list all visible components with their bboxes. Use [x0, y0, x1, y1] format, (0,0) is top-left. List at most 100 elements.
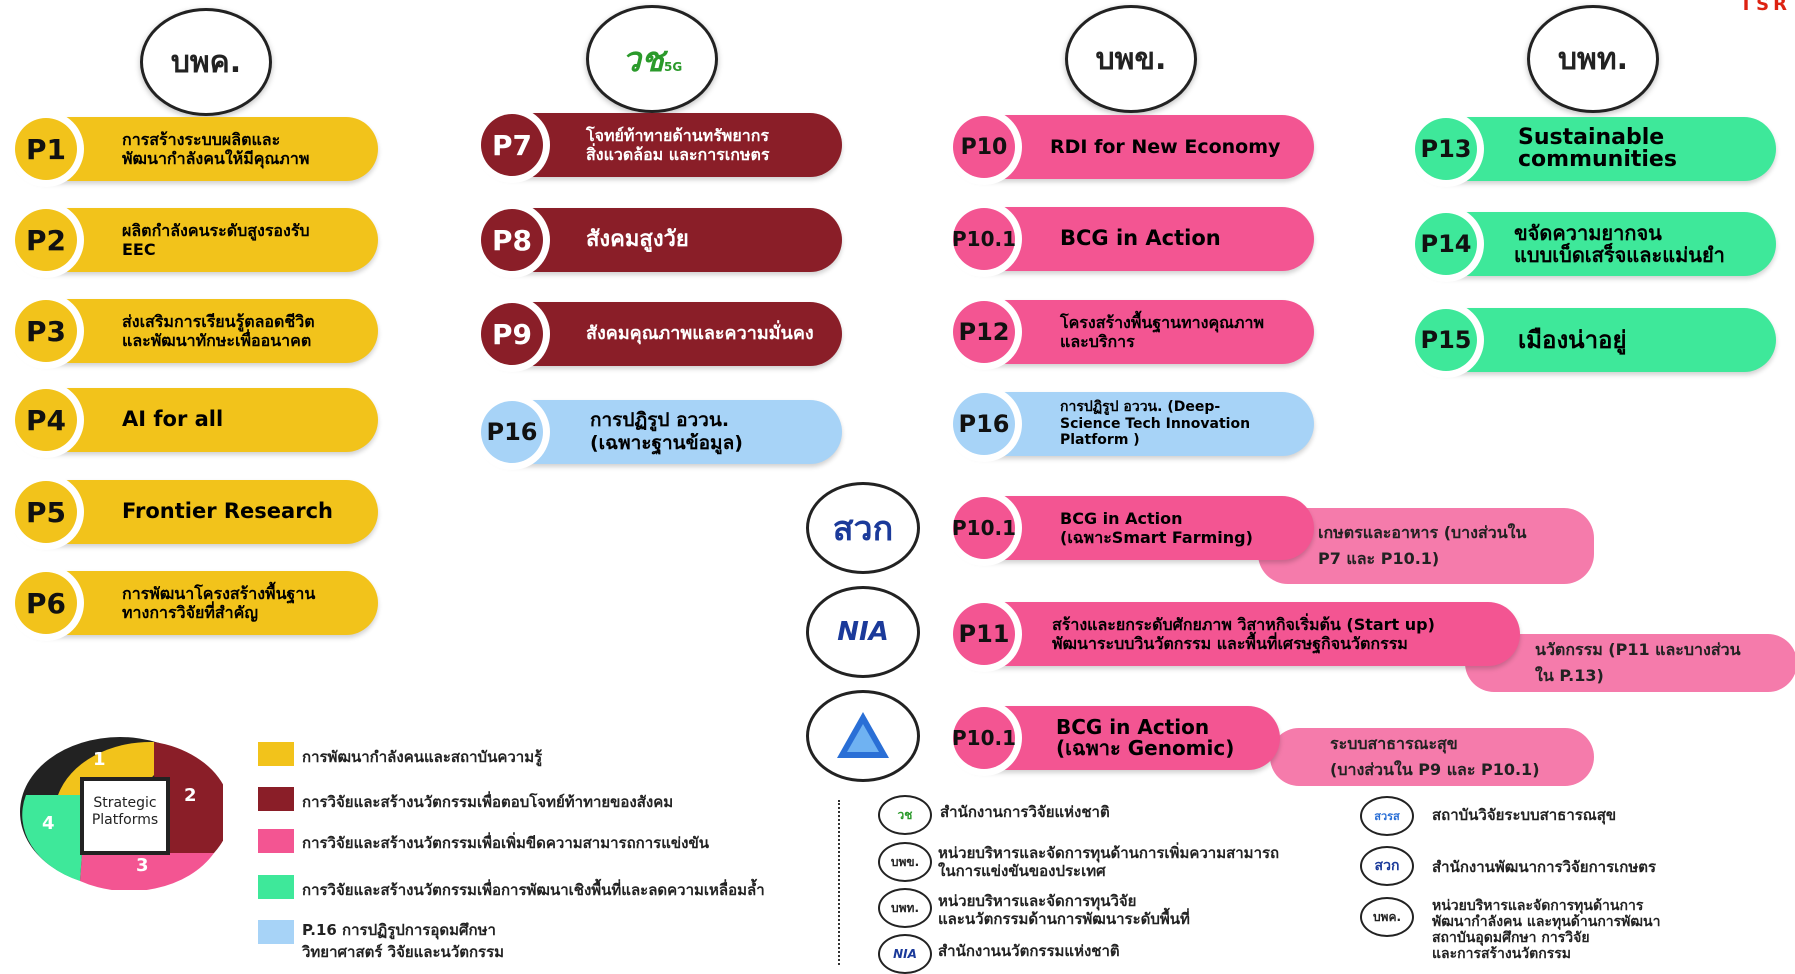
pie-label-2: 2 — [184, 785, 197, 806]
hsri-triangle-icon — [837, 712, 889, 758]
platform-title: การปฏิรูป อววน. (Deep- Science Tech Inno… — [1060, 398, 1251, 449]
arda-icon: สวก — [832, 509, 894, 549]
platform-title: โจทย์ท้าทายด้านทรัพยากร สิ่งแวดล้อม และก… — [586, 125, 770, 164]
legend-label: การวิจัยและสร้างนวัตกรรมเพื่อเพิ่มขีดควา… — [302, 834, 709, 852]
vc-logo-icon: วช — [621, 40, 664, 80]
platform-code: P10.1 — [952, 208, 1016, 270]
platform-p8[interactable]: P8 สังคมสูงวัย — [474, 202, 842, 278]
agency-sub-line1: นวัตกรรม (P11 และบางส่วน — [1535, 639, 1741, 659]
platform-code-badge: P16 — [946, 386, 1022, 462]
platform-code-badge: P9 — [474, 296, 550, 372]
platform-p10-1[interactable]: P10.1 BCG in Action — [946, 201, 1314, 277]
strategic-platforms-pie — [20, 737, 231, 892]
platform-title: ขจัดความยากจน แบบเบ็ดเสร็จและแม่นยำ — [1514, 221, 1725, 267]
platform-code-badge: P6 — [8, 565, 84, 641]
header-bpt: บพท. — [1527, 5, 1659, 113]
platform-code: P10 — [953, 116, 1015, 178]
agency-name: หน่วยบริหารและจัดการทุนวิจัย และนวัตกรรม… — [938, 892, 1190, 928]
legend-label: การวิจัยและสร้างนวัตกรรมเพื่อตอบโจทย์ท้า… — [302, 793, 674, 811]
platform-title: โครงสร้างพื้นฐานทางคุณภาพ และบริการ — [1060, 312, 1265, 351]
platform-code-badge: P10 — [946, 109, 1022, 185]
header-bpt-label: บพท. — [1558, 41, 1628, 77]
platform-p7[interactable]: P7 โจทย์ท้าทายด้านทรัพยากร สิ่งแวดล้อม แ… — [474, 107, 842, 183]
platform-title: ผลิตกำลังคนระดับสูงรองรับ EEC — [122, 220, 310, 259]
platform-title: BCG in Action (เฉพาะ Genomic) — [1056, 715, 1235, 760]
pie-label-1: 1 — [93, 749, 106, 770]
hsri-logo — [806, 690, 920, 782]
platform-p9[interactable]: P9 สังคมคุณภาพและความมั่นคง — [474, 296, 842, 372]
agency-name: สถาบันวิจัยระบบสาธารณสุข — [1432, 806, 1617, 824]
platform-code: P8 — [481, 209, 543, 271]
platform-code: P7 — [481, 114, 543, 176]
legend-label: การวิจัยและสร้างนวัตกรรมเพื่อการพัฒนาเชิ… — [302, 881, 765, 899]
platform-p2[interactable]: P2 ผลิตกำลังคนระดับสูงรองรับ EEC — [8, 202, 378, 278]
platform-code: P4 — [15, 389, 77, 451]
platform-code-badge: P13 — [1408, 111, 1484, 187]
vc-logo-sub: 5G — [663, 60, 683, 74]
platform-p10-1-smart-farming[interactable]: P10.1 BCG in Action (เฉพาะSmart Farming) — [946, 490, 1314, 566]
corner-text: TSR — [1739, 0, 1791, 15]
header-bpx-label: บพข. — [1095, 41, 1167, 77]
platform-code: P2 — [15, 209, 77, 271]
platform-title: AI for all — [122, 407, 224, 432]
header-bpk-label: บพค. — [170, 44, 242, 80]
platform-code: P3 — [15, 300, 77, 362]
platform-code-badge: P7 — [474, 107, 550, 183]
platform-code: P11 — [953, 603, 1015, 665]
platform-p4[interactable]: P4 AI for all — [8, 382, 378, 458]
platform-code-badge: P4 — [8, 382, 84, 458]
nia-icon: NIA — [837, 617, 889, 647]
platform-code: P16 — [953, 393, 1015, 455]
vc-icon: วช — [878, 795, 932, 835]
platform-title: สร้างและยกระดับศักยภาพ วิสาหกิจเริ่มต้น … — [1052, 614, 1435, 653]
platform-title: Sustainable communities — [1518, 125, 1677, 172]
platform-code-badge: P16 — [474, 394, 550, 470]
platform-title: RDI for New Economy — [1050, 135, 1281, 158]
header-bpk: บพค. — [140, 8, 272, 116]
platform-title: Frontier Research — [122, 499, 333, 524]
agency-name: หน่วยบริหารและจัดการทุนด้านการ พัฒนากำลั… — [1432, 898, 1661, 963]
agency-name: หน่วยบริหารและจัดการทุนด้านการเพิ่มความส… — [938, 844, 1280, 880]
agency-sub-label: นวัตกรรม (P11 และบางส่วน ใน P.13) — [1465, 634, 1795, 692]
platform-code-badge: P10.1 — [946, 490, 1022, 566]
platform-p16-data[interactable]: P16 การปฏิรูป อววน. (เฉพาะฐานข้อมูล) — [474, 394, 842, 470]
platform-code: P14 — [1415, 213, 1477, 275]
agency-sub-line2: ใน P.13) — [1535, 666, 1604, 685]
platform-p15[interactable]: P15 เมืองน่าอยู่ — [1408, 302, 1776, 378]
bpk-icon: บพค. — [1360, 897, 1414, 937]
platform-code: P13 — [1415, 118, 1477, 180]
platform-code-badge: P15 — [1408, 302, 1484, 378]
platform-code-badge: P10.1 — [946, 201, 1022, 277]
agency-name: สำนักงานการวิจัยแห่งชาติ — [940, 803, 1110, 821]
platform-code: P16 — [481, 401, 543, 463]
hsri-small-icon: สวรส — [1360, 796, 1414, 836]
platform-title: การสร้างระบบผลิตและ พัฒนากำลังคนให้มีคุณ… — [122, 129, 310, 168]
platform-p6[interactable]: P6 การพัฒนาโครงสร้างพื้นฐาน ทางการวิจัยท… — [8, 565, 378, 641]
platform-p10[interactable]: P10 RDI for New Economy — [946, 109, 1314, 185]
legend-swatch-blue — [258, 920, 294, 944]
platform-code: P10.1 — [952, 707, 1016, 769]
arda-logo: สวก — [806, 482, 920, 574]
platform-p3[interactable]: P3 ส่งเสริมการเรียนรู้ตลอดชีวิต และพัฒนา… — [8, 293, 378, 369]
platform-code-badge: P3 — [8, 293, 84, 369]
platform-code-badge: P10.1 — [946, 700, 1022, 776]
arda-small-icon: สวก — [1360, 846, 1414, 886]
platform-p5[interactable]: P5 Frontier Research — [8, 474, 378, 550]
platform-p16-deep-science[interactable]: P16 การปฏิรูป อววน. (Deep- Science Tech … — [946, 386, 1314, 462]
nia-small-icon: NIA — [878, 934, 932, 974]
agency-name: สำนักงานพัฒนาการวิจัยการเกษตร — [1432, 858, 1657, 876]
platform-p14[interactable]: P14 ขจัดความยากจน แบบเบ็ดเสร็จและแม่นยำ — [1408, 206, 1776, 282]
nia-logo: NIA — [806, 586, 920, 678]
platform-p13[interactable]: P13 Sustainable communities — [1408, 111, 1776, 187]
platform-p12[interactable]: P12 โครงสร้างพื้นฐานทางคุณภาพ และบริการ — [946, 294, 1314, 370]
platform-title: BCG in Action — [1060, 226, 1221, 251]
header-vc-logo: วช 5G — [586, 5, 718, 113]
strategic-platforms-diagram: 1 2 3 4 Strategic Platforms — [18, 735, 231, 892]
platform-p10-1-genomic[interactable]: P10.1 BCG in Action (เฉพาะ Genomic) — [946, 700, 1280, 776]
platform-p1[interactable]: P1 การสร้างระบบผลิตและ พัฒนากำลังคนให้มี… — [8, 111, 378, 187]
platform-title: สังคมสูงวัย — [586, 226, 689, 252]
legend-swatch-maroon — [258, 787, 294, 811]
legend-swatch-yellow — [258, 742, 294, 766]
platform-p11[interactable]: P11 สร้างและยกระดับศักยภาพ วิสาหกิจเริ่ม… — [946, 596, 1520, 672]
platform-code-badge: P11 — [946, 596, 1022, 672]
